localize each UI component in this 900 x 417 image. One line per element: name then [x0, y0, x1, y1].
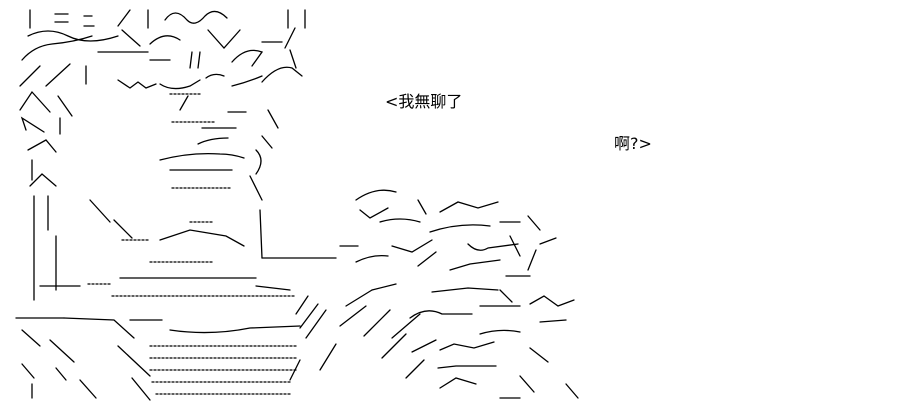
mouth-strokes	[159, 109, 279, 201]
face-outline	[19, 90, 133, 301]
chin-strokes	[39, 209, 359, 297]
hair-strokes	[19, 9, 306, 87]
hand-strokes	[339, 189, 579, 399]
torso-strokes	[15, 295, 337, 401]
eye-strokes	[117, 73, 263, 111]
dialogue-line-1: <我無聊了	[385, 92, 463, 111]
dialogue-line-2: 啊?>	[614, 134, 652, 153]
